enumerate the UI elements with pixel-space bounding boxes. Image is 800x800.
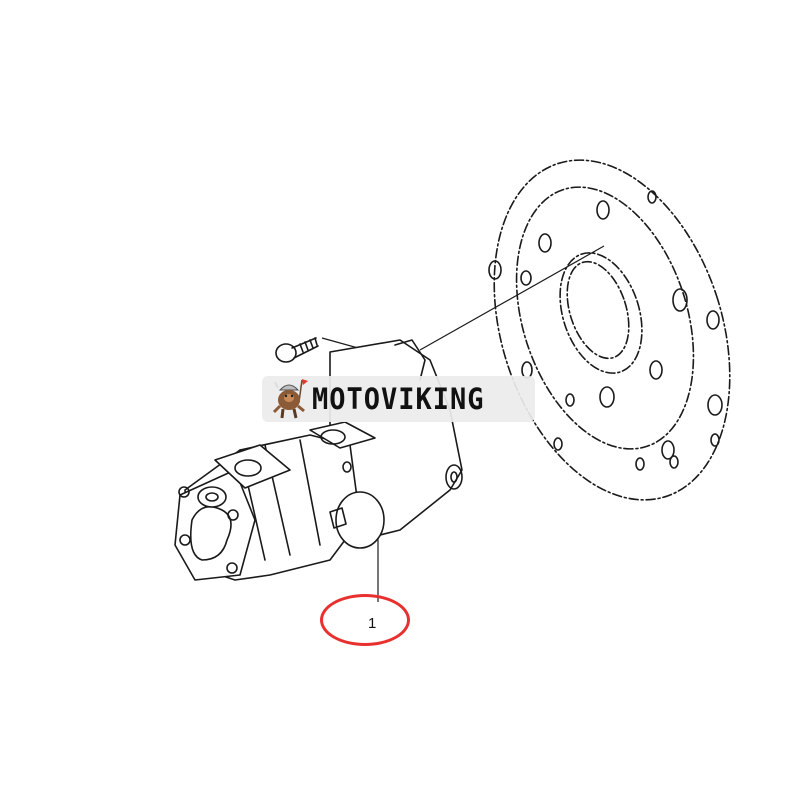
- mounting-bolt: [275, 337, 319, 363]
- brand-name: MOTOVIKING: [312, 381, 485, 417]
- brand-watermark: MOTOVIKING: [262, 376, 535, 422]
- part-callout: 1: [320, 594, 410, 646]
- viking-mascot-icon: [268, 376, 312, 422]
- coupling-flange: [488, 159, 731, 501]
- callout-circle: [320, 594, 410, 646]
- callout-number: 1: [368, 615, 377, 632]
